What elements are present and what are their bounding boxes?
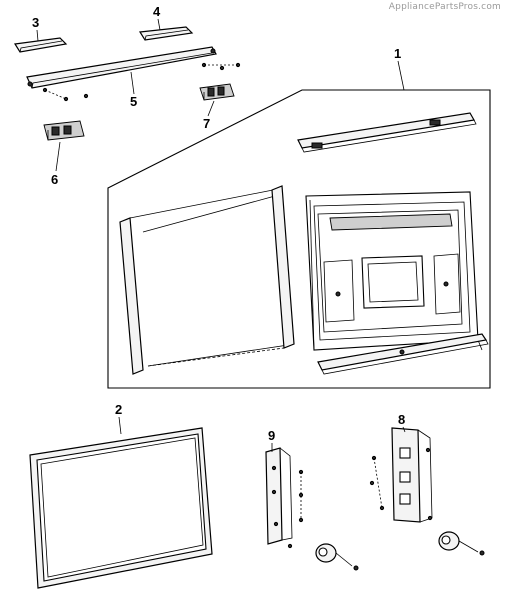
part-3-end-cap[interactable] bbox=[13, 37, 68, 53]
part-9-screws bbox=[287, 469, 304, 549]
part-7-hinge-block[interactable] bbox=[199, 83, 235, 101]
part-1-door-frame bbox=[119, 185, 295, 375]
part-8-screws bbox=[369, 447, 433, 521]
watermark-text: AppliancePartsPros.com bbox=[388, 2, 501, 12]
callout-6: 6 bbox=[51, 141, 61, 187]
part-5-trim-bar[interactable] bbox=[26, 46, 217, 89]
svg-text:9: 9 bbox=[268, 428, 275, 443]
svg-text:8: 8 bbox=[398, 412, 405, 427]
part-1-inner-liner bbox=[305, 191, 483, 351]
part-4-end-cap[interactable] bbox=[138, 26, 194, 41]
part-8-round-bushing bbox=[438, 531, 485, 556]
part-9-round-bushing bbox=[315, 543, 359, 571]
callout-5: 5 bbox=[130, 71, 137, 109]
part-1-bottom-handle bbox=[317, 333, 489, 375]
svg-text:2: 2 bbox=[115, 402, 122, 417]
part-2-door-gasket[interactable] bbox=[29, 427, 213, 589]
part-8-bracket[interactable] bbox=[391, 427, 433, 523]
part-5-screws bbox=[42, 62, 241, 102]
svg-text:3: 3 bbox=[32, 15, 39, 30]
svg-text:4: 4 bbox=[153, 4, 161, 19]
callout-2: 2 bbox=[115, 402, 122, 435]
part-6-hinge-block[interactable] bbox=[43, 120, 85, 141]
callout-9: 9 bbox=[268, 428, 275, 452]
svg-text:6: 6 bbox=[51, 172, 58, 187]
callout-8: 8 bbox=[398, 412, 406, 433]
callout-1: 1 bbox=[394, 46, 405, 91]
part-9-bracket[interactable] bbox=[265, 447, 293, 545]
svg-text:1: 1 bbox=[394, 46, 401, 61]
svg-text:5: 5 bbox=[130, 94, 137, 109]
callout-7: 7 bbox=[203, 100, 215, 131]
callout-3: 3 bbox=[32, 15, 39, 42]
part-1-top-handle bbox=[297, 112, 477, 153]
callout-4: 4 bbox=[153, 4, 161, 31]
svg-text:7: 7 bbox=[203, 116, 210, 131]
